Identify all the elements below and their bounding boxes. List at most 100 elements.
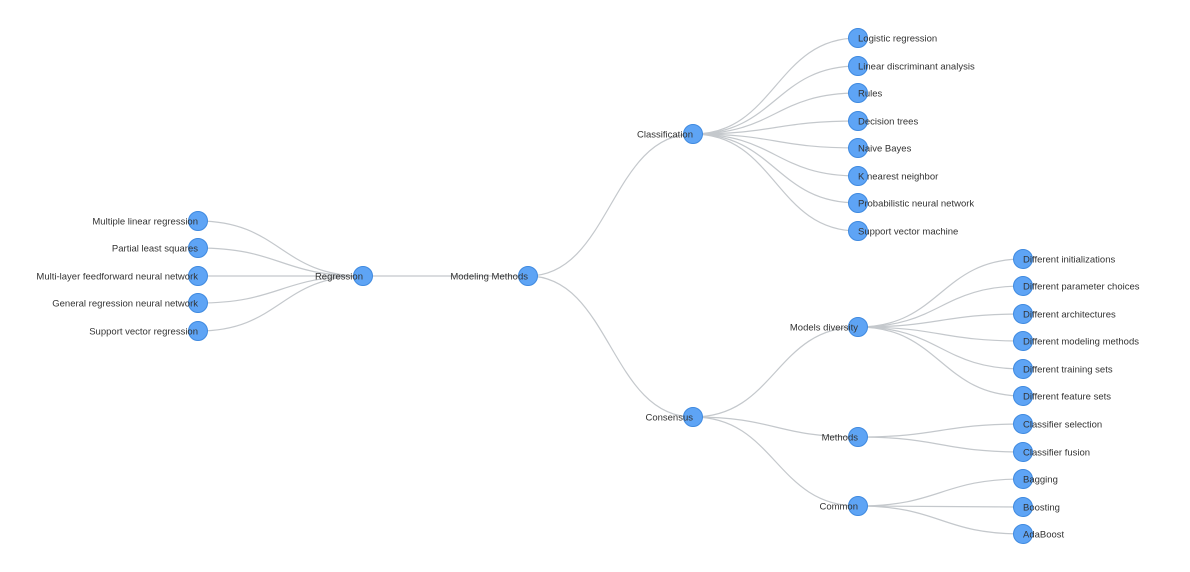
node-label-methods: Methods <box>822 433 859 444</box>
node-circle-support-vector-machine[interactable] <box>848 221 868 241</box>
node-circle-partial-least-squares[interactable] <box>188 238 208 258</box>
node-modeling-methods[interactable]: Modeling Methods <box>450 266 538 286</box>
link-classification-to-rules <box>692 92 859 135</box>
node-regression[interactable]: Regression <box>315 266 373 286</box>
node-different-training-sets[interactable]: Different training sets <box>1013 359 1113 379</box>
link-models-diversity-to-different-parameter-choices <box>857 285 1024 328</box>
link-consensus-to-common <box>692 416 859 507</box>
node-circle-different-training-sets[interactable] <box>1013 359 1033 379</box>
node-different-modeling-methods[interactable]: Different modeling methods <box>1013 331 1140 351</box>
node-support-vector-regression[interactable]: Support vector regression <box>89 321 208 341</box>
node-k-nearest-neighbor[interactable]: K nearest neighbor <box>848 166 939 186</box>
node-logistic-regression[interactable]: Logistic regression <box>848 28 938 48</box>
node-circle-boosting[interactable] <box>1013 497 1033 517</box>
node-label-support-vector-machine: Support vector machine <box>858 227 958 238</box>
node-circle-k-nearest-neighbor[interactable] <box>848 166 868 186</box>
node-different-parameter-choices[interactable]: Different parameter choices <box>1013 276 1140 296</box>
node-circle-rules[interactable] <box>848 83 868 103</box>
link-classification-to-logistic-regression <box>692 37 859 135</box>
node-support-vector-machine[interactable]: Support vector machine <box>848 221 959 241</box>
link-classification-to-naive-bayes <box>692 133 859 149</box>
node-label-boosting: Boosting <box>1023 503 1060 514</box>
link-classification-to-probabilistic-neural-network <box>692 133 859 204</box>
node-label-probabilistic-neural-network: Probabilistic neural network <box>858 199 974 210</box>
link-classification-to-support-vector-machine <box>692 133 859 232</box>
node-circle-consensus[interactable] <box>683 407 703 427</box>
node-different-feature-sets[interactable]: Different feature sets <box>1013 386 1112 406</box>
node-classification[interactable]: Classification <box>637 124 703 144</box>
node-decision-trees[interactable]: Decision trees <box>848 111 919 131</box>
node-circle-support-vector-regression[interactable] <box>188 321 208 341</box>
node-circle-naive-bayes[interactable] <box>848 138 868 158</box>
node-models-diversity[interactable]: Models diversity <box>790 317 868 337</box>
node-circle-regression[interactable] <box>353 266 373 286</box>
node-label-classification: Classification <box>637 130 693 141</box>
node-label-consensus: Consensus <box>645 413 693 424</box>
node-bagging[interactable]: Bagging <box>1013 469 1058 489</box>
node-label-different-training-sets: Different training sets <box>1023 365 1113 376</box>
node-different-architectures[interactable]: Different architectures <box>1013 304 1117 324</box>
node-label-naive-bayes: Naive Bayes <box>858 144 912 155</box>
node-circle-different-parameter-choices[interactable] <box>1013 276 1033 296</box>
node-circle-decision-trees[interactable] <box>848 111 868 131</box>
node-circle-bagging[interactable] <box>1013 469 1033 489</box>
node-circle-models-diversity[interactable] <box>848 317 868 337</box>
node-circle-multi-layer-feedforward-neural-network[interactable] <box>188 266 208 286</box>
node-general-regression-neural-network[interactable]: General regression neural network <box>52 293 208 313</box>
node-different-initializations[interactable]: Different initializations <box>1013 249 1116 269</box>
node-label-general-regression-neural-network: General regression neural network <box>52 299 198 310</box>
node-circle-logistic-regression[interactable] <box>848 28 868 48</box>
link-classification-to-linear-discriminant-analysis <box>692 65 859 135</box>
node-label-rules: Rules <box>858 89 883 100</box>
node-classifier-fusion[interactable]: Classifier fusion <box>1013 442 1091 462</box>
node-label-common: Common <box>819 502 858 513</box>
node-label-k-nearest-neighbor: K nearest neighbor <box>858 172 938 183</box>
node-label-logistic-regression: Logistic regression <box>858 34 937 45</box>
node-circle-general-regression-neural-network[interactable] <box>188 293 208 313</box>
node-multiple-linear-regression[interactable]: Multiple linear regression <box>92 211 208 231</box>
node-circle-classifier-selection[interactable] <box>1013 414 1033 434</box>
node-circle-different-modeling-methods[interactable] <box>1013 331 1033 351</box>
link-models-diversity-to-different-feature-sets <box>857 326 1024 397</box>
node-circle-methods[interactable] <box>848 427 868 447</box>
node-circle-modeling-methods[interactable] <box>518 266 538 286</box>
node-circle-different-feature-sets[interactable] <box>1013 386 1033 406</box>
links-layer <box>197 37 1024 535</box>
node-label-different-feature-sets: Different feature sets <box>1023 392 1111 403</box>
node-circle-different-initializations[interactable] <box>1013 249 1033 269</box>
node-multi-layer-feedforward-neural-network[interactable]: Multi-layer feedforward neural network <box>36 266 208 286</box>
link-models-diversity-to-different-training-sets <box>857 326 1024 370</box>
node-rules[interactable]: Rules <box>848 83 883 103</box>
node-circle-classifier-fusion[interactable] <box>1013 442 1033 462</box>
node-methods[interactable]: Methods <box>822 427 868 447</box>
node-label-support-vector-regression: Support vector regression <box>89 327 198 338</box>
node-naive-bayes[interactable]: Naive Bayes <box>848 138 912 158</box>
node-label-classifier-selection: Classifier selection <box>1023 420 1102 431</box>
node-classifier-selection[interactable]: Classifier selection <box>1013 414 1103 434</box>
node-consensus[interactable]: Consensus <box>645 407 703 427</box>
node-label-different-initializations: Different initializations <box>1023 255 1115 266</box>
node-label-adaboost: AdaBoost <box>1023 530 1065 541</box>
node-label-different-parameter-choices: Different parameter choices <box>1023 282 1140 293</box>
node-common[interactable]: Common <box>819 496 868 516</box>
link-models-diversity-to-different-architectures <box>857 313 1024 328</box>
node-probabilistic-neural-network[interactable]: Probabilistic neural network <box>848 193 975 213</box>
node-circle-adaboost[interactable] <box>1013 524 1033 544</box>
node-circle-multiple-linear-regression[interactable] <box>188 211 208 231</box>
link-regression-to-general-regression-neural-network <box>197 275 364 304</box>
node-circle-classification[interactable] <box>683 124 703 144</box>
node-circle-different-architectures[interactable] <box>1013 304 1033 324</box>
node-adaboost[interactable]: AdaBoost <box>1013 524 1065 544</box>
node-circle-common[interactable] <box>848 496 868 516</box>
node-label-linear-discriminant-analysis: Linear discriminant analysis <box>858 62 975 73</box>
node-boosting[interactable]: Boosting <box>1013 497 1060 517</box>
node-circle-probabilistic-neural-network[interactable] <box>848 193 868 213</box>
node-label-regression: Regression <box>315 272 363 283</box>
node-partial-least-squares[interactable]: Partial least squares <box>112 238 208 258</box>
node-label-multiple-linear-regression: Multiple linear regression <box>92 217 198 228</box>
node-linear-discriminant-analysis[interactable]: Linear discriminant analysis <box>848 56 975 76</box>
node-circle-linear-discriminant-analysis[interactable] <box>848 56 868 76</box>
link-methods-to-classifier-selection <box>857 423 1024 438</box>
